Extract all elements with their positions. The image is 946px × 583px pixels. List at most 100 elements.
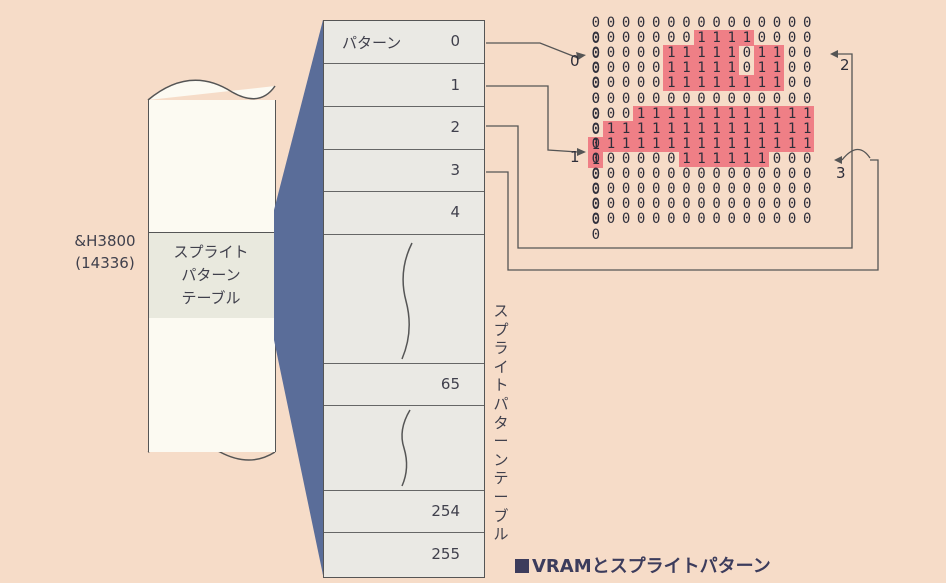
sprite-bit: 1 bbox=[693, 75, 709, 92]
sprite-bit: 0 bbox=[697, 181, 706, 198]
sprite-bit: 1 bbox=[754, 45, 770, 62]
sprite-bit: 0 bbox=[636, 45, 645, 62]
sprite-bit: 0 bbox=[742, 60, 751, 77]
sprite-bit: 0 bbox=[591, 212, 600, 229]
sprite-bit: 1 bbox=[708, 150, 724, 167]
corner-label-0: 0 bbox=[570, 52, 580, 70]
sprite-bit: 0 bbox=[606, 30, 615, 47]
pattern-row-3: 3 bbox=[324, 150, 484, 192]
pattern-table: パターン 0 1 2 3 4 65 254 bbox=[323, 20, 485, 578]
pattern-row-65: 65 bbox=[324, 364, 484, 406]
sprite-bit: 0 bbox=[652, 211, 660, 228]
sprite-bit: 0 bbox=[712, 15, 721, 31]
sprite-bit: 0 bbox=[802, 181, 811, 198]
sprite-bit: 0 bbox=[591, 46, 600, 63]
vertical-title-char: イ bbox=[493, 357, 509, 376]
sprite-bit: 1 bbox=[693, 105, 709, 122]
sprite-bit: 1 bbox=[633, 105, 649, 122]
sprite-bit: 1 bbox=[693, 30, 709, 47]
sprite-bit: 0 bbox=[802, 211, 811, 228]
sprite-bit: 0 bbox=[606, 90, 615, 107]
sprite-bit: 0 bbox=[591, 120, 600, 137]
sprite-bit: 1 bbox=[663, 120, 679, 137]
vram-region-above bbox=[148, 100, 276, 232]
sprite-bit: 1 bbox=[784, 105, 800, 122]
sprite-bit: 0 bbox=[787, 211, 796, 228]
sprite-bit: 1 bbox=[738, 30, 755, 47]
pattern-row-0: パターン 0 bbox=[324, 21, 484, 64]
pattern-row-255: 255 bbox=[324, 533, 484, 577]
vertical-title-char: タ bbox=[493, 413, 509, 432]
vertical-title-char: ス bbox=[493, 302, 509, 320]
sprite-bit: 0 bbox=[621, 15, 630, 31]
sprite-bit: 1 bbox=[769, 120, 785, 137]
sprite-bit: 0 bbox=[591, 31, 600, 47]
sprite-bit: 0 bbox=[727, 15, 736, 31]
sprite-bit: 0 bbox=[591, 76, 600, 93]
pattern-number: 65 bbox=[440, 375, 460, 393]
sprite-bit: 0 bbox=[757, 166, 766, 182]
sprite-bit: 0 bbox=[802, 90, 811, 107]
vertical-title-char: パ bbox=[493, 394, 509, 413]
sprite-bit: 0 bbox=[636, 181, 645, 198]
sprite-bit: 0 bbox=[787, 196, 796, 213]
sprite-bit: 0 bbox=[621, 211, 630, 228]
sprite-bit: 0 bbox=[742, 90, 751, 107]
pattern-row-2: 2 bbox=[324, 107, 484, 150]
sprite-bit: 0 bbox=[591, 135, 600, 152]
sprite-bit: 0 bbox=[621, 60, 630, 77]
sprite-bit: 0 bbox=[682, 181, 691, 198]
sprite-bit: 0 bbox=[652, 15, 660, 31]
sprite-bit: 1 bbox=[723, 60, 739, 77]
sprite-bit: 0 bbox=[697, 166, 706, 182]
vram-region-label-1: スプライト bbox=[173, 243, 249, 261]
sprite-bit: 1 bbox=[754, 75, 770, 92]
sprite-bit: 0 bbox=[787, 181, 796, 198]
sprite-bit: 1 bbox=[754, 150, 770, 167]
sprite-bit: 1 bbox=[603, 120, 619, 137]
sprite-bit: 0 bbox=[802, 166, 811, 182]
vertical-title-char: ー bbox=[493, 432, 509, 451]
vertical-title-char: ル bbox=[493, 525, 509, 544]
vertical-title-char: ー bbox=[493, 487, 509, 506]
sprite-bit: 0 bbox=[682, 166, 691, 182]
sprite-bit: 0 bbox=[757, 211, 766, 228]
sprite-bit: 1 bbox=[693, 60, 709, 77]
sprite-bit: 0 bbox=[697, 90, 706, 107]
sprite-bit: 0 bbox=[606, 60, 615, 77]
sprite-bit: 0 bbox=[787, 90, 796, 107]
sprite-bit: 0 bbox=[606, 150, 615, 167]
pattern-row-1: 1 bbox=[324, 64, 484, 107]
sprite-bit: 0 bbox=[652, 90, 660, 107]
sprite-bit: 0 bbox=[772, 150, 781, 167]
sprite-bit: 0 bbox=[591, 166, 600, 183]
sprite-bit: 1 bbox=[723, 135, 739, 152]
sprite-bit: 0 bbox=[727, 181, 736, 198]
sprite-bit: 0 bbox=[802, 150, 811, 167]
sprite-bit: 0 bbox=[757, 30, 766, 47]
corner-label-3: 3 bbox=[836, 164, 846, 182]
sprite-bit: 0 bbox=[787, 150, 796, 167]
pattern-row-254: 254 bbox=[324, 491, 484, 533]
sprite-bit: 1 bbox=[723, 150, 739, 167]
sprite-bit: 0 bbox=[787, 15, 796, 31]
sprite-bit: 0 bbox=[652, 150, 660, 167]
sprite-bit: 1 bbox=[708, 45, 724, 62]
sprite-bit: 0 bbox=[802, 196, 811, 213]
sprite-bit: 0 bbox=[636, 150, 645, 167]
sprite-bit: 0 bbox=[667, 211, 675, 228]
sprite-bit: 0 bbox=[667, 166, 675, 182]
corner-label-2: 2 bbox=[840, 56, 850, 74]
sprite-bit: 1 bbox=[648, 120, 664, 137]
vertical-title-char: ン bbox=[493, 450, 509, 469]
sprite-bit: 0 bbox=[591, 91, 600, 108]
sprite-bit: 0 bbox=[697, 211, 706, 228]
sprite-bit: 1 bbox=[784, 135, 800, 152]
